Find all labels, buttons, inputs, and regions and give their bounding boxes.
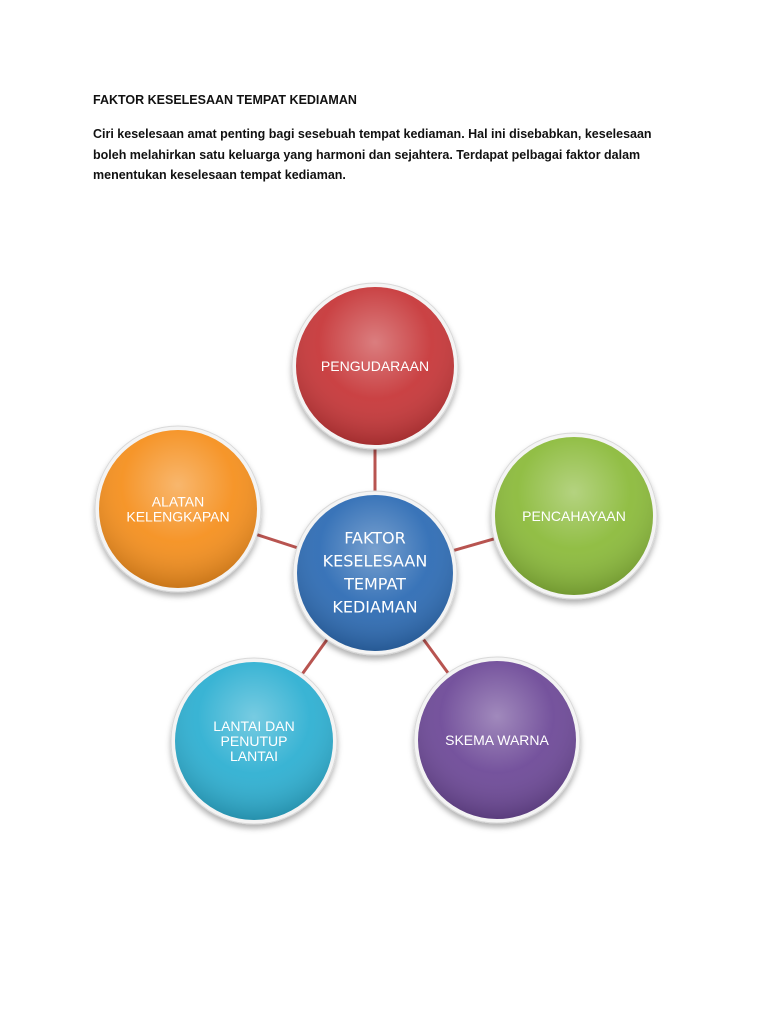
node-center-label: KESELESAAN [323,552,428,571]
node-alatan-label: ALATAN [152,494,204,510]
page-title: FAKTOR KESELESAAN TEMPAT KEDIAMAN [93,93,357,107]
node-lantai-gloss [175,662,333,820]
node-alatan-gloss [99,430,257,588]
node-lantai-label: PENUTUP [221,733,288,749]
diagram-nodes: PENGUDARAAN PENCAHAYAAN SKEMA WARNA LANTAI … [94,282,658,825]
node-alatan-label: KELENGKAPAN [126,509,229,525]
node-pencahayaan-label: PENCAHAYAAN [522,508,626,524]
node-lantai-label: LANTAI DAN [213,718,294,734]
node-pengudaraan: PENGUDARAAN [291,282,459,450]
node-lantai-label: LANTAI [230,748,278,764]
node-pengudaraan-label: PENGUDARAAN [321,358,429,374]
intro-paragraph: Ciri keselesaan amat penting bagi sesebu… [93,127,652,182]
node-pencahayaan-gloss [495,437,653,595]
node-center-label: TEMPAT [343,575,406,594]
node-center-label: KEDIAMAN [332,598,417,617]
node-center-label: FAKTOR [344,529,405,548]
node-center: FAKTOR KESELESAAN TEMPAT KEDIAMAN [292,490,458,656]
node-pencahayaan: PENCAHAYAAN [490,432,658,600]
node-skema-warna-gloss [418,661,576,819]
node-skema-warna: SKEMA WARNA [413,656,581,824]
node-skema-warna-label: SKEMA WARNA [445,732,549,748]
node-center-gloss [297,495,453,651]
node-pengudaraan-gloss [296,287,454,445]
